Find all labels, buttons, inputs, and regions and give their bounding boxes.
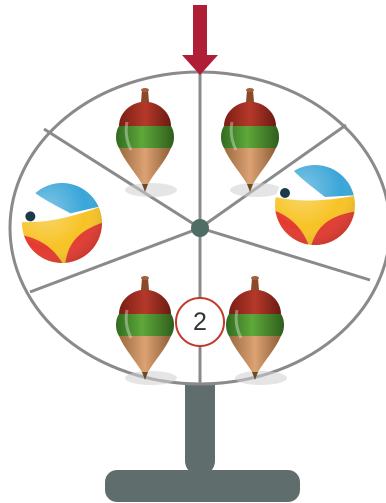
sector-dividers: [29, 72, 371, 384]
badge-number: 2: [193, 308, 207, 336]
stand-base: [105, 470, 300, 502]
down-arrow-icon: [182, 5, 218, 75]
wheel-hub: [191, 219, 209, 237]
stand-post: [185, 370, 215, 475]
number-badge: [175, 297, 225, 347]
